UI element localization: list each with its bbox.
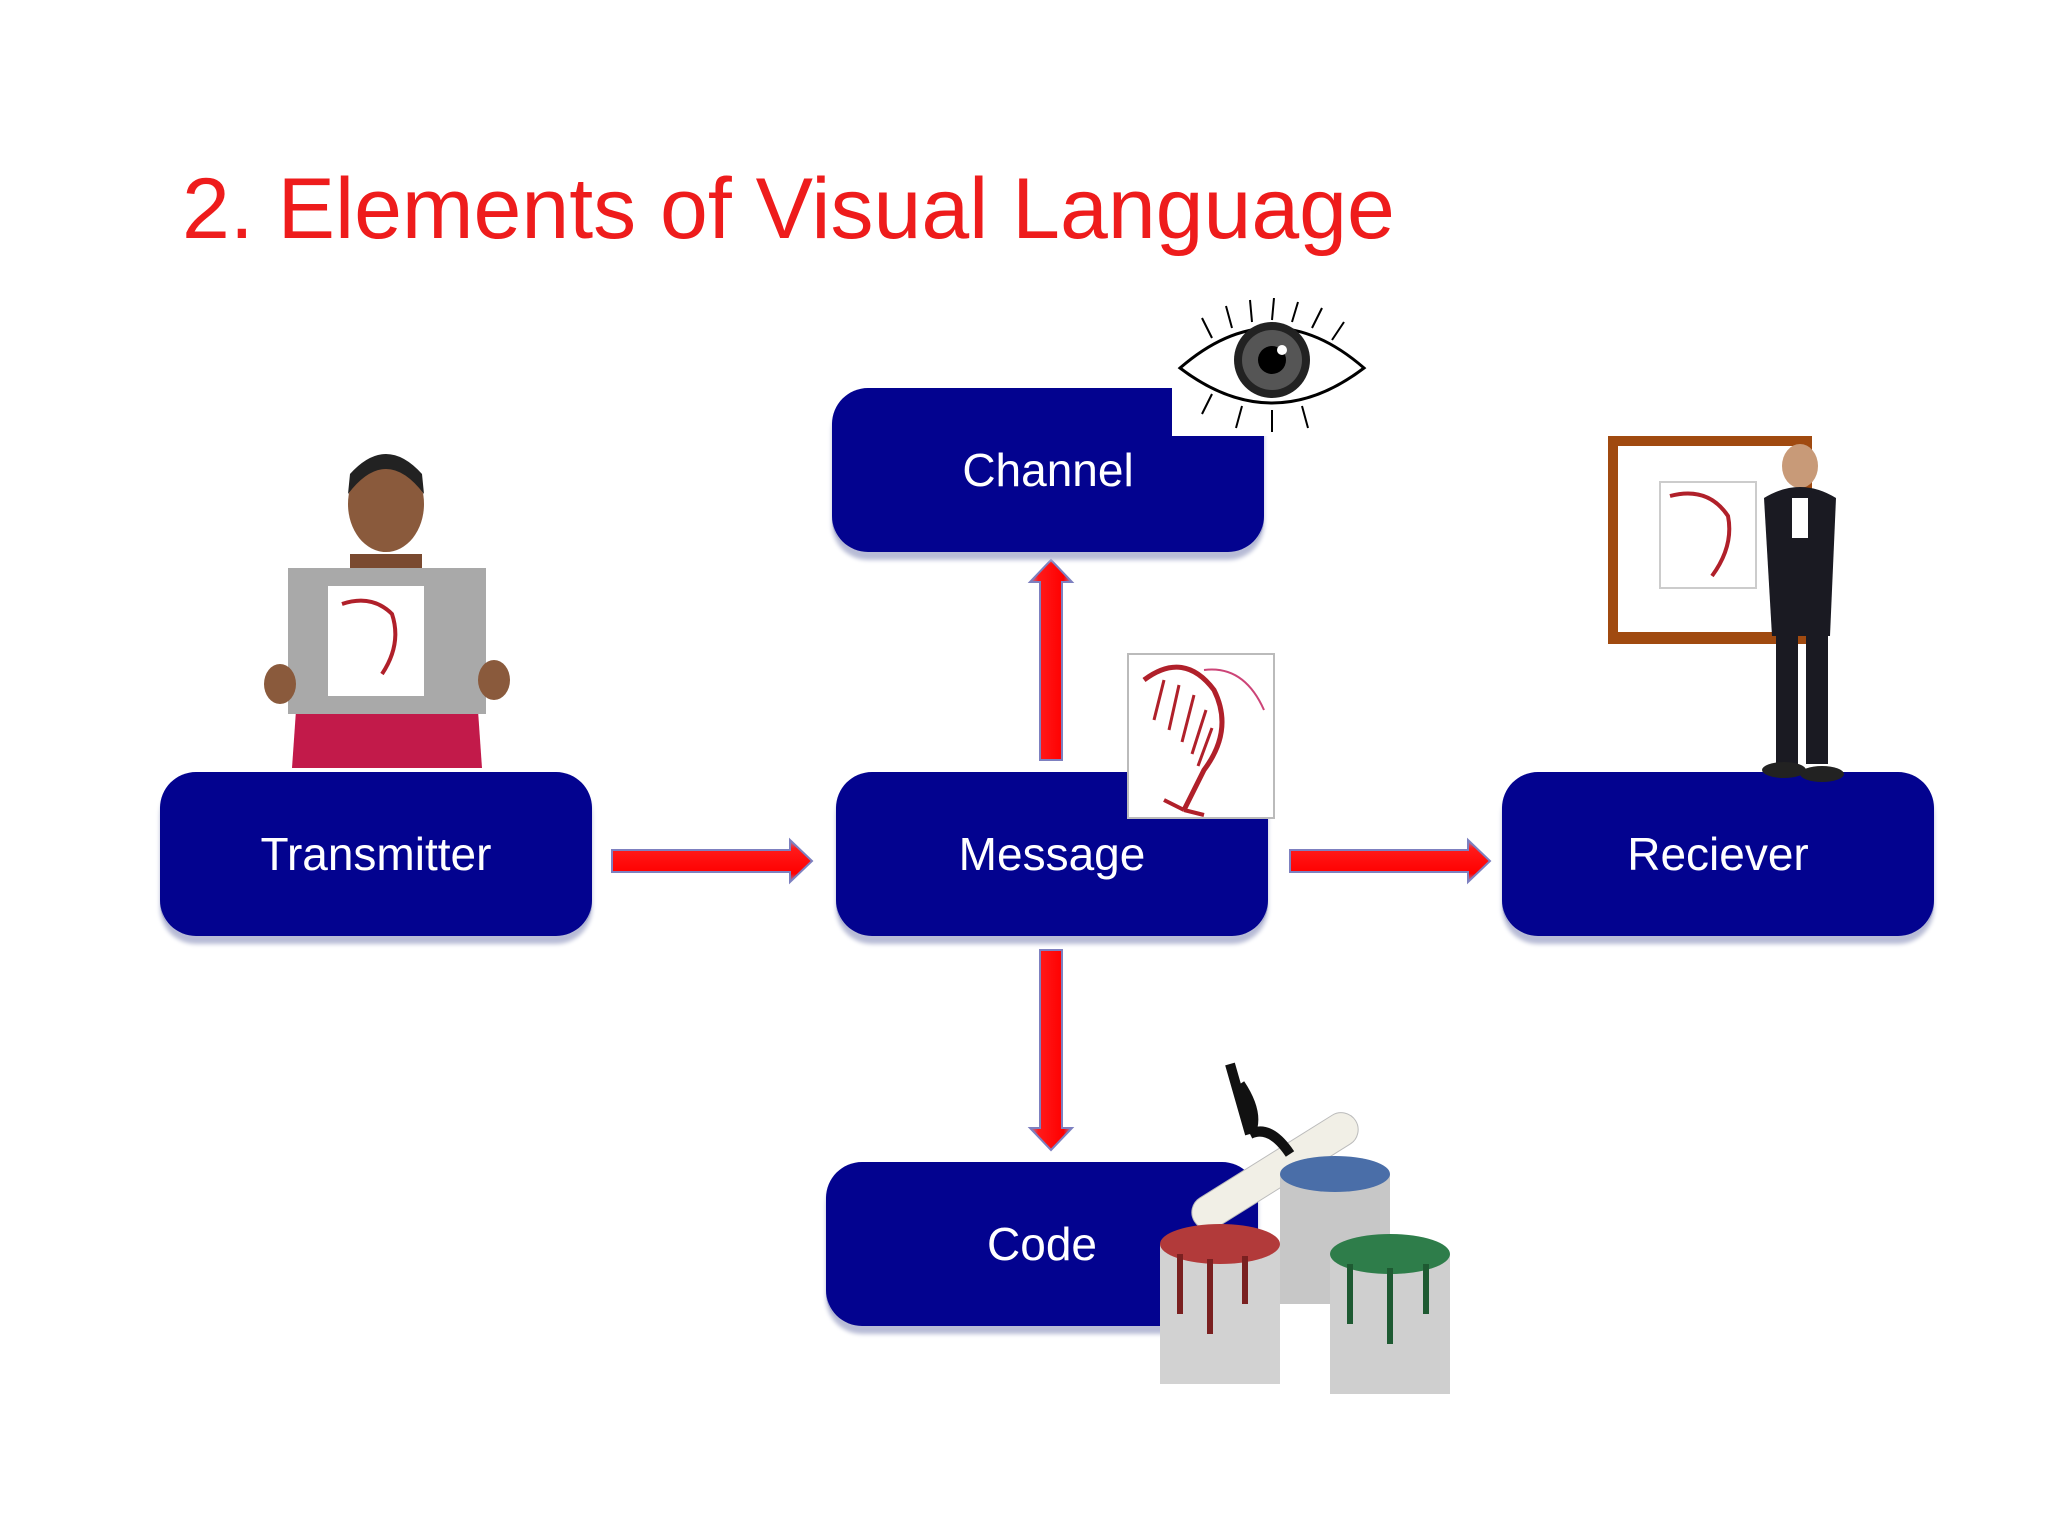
node-transmitter-label: Transmitter <box>260 828 492 880</box>
node-channel-label: Channel <box>962 444 1134 496</box>
paint-cans-icon <box>1160 1062 1450 1394</box>
man-with-frame-icon <box>1608 436 1844 782</box>
node-receiver-label: Reciever <box>1627 828 1809 880</box>
arrow-transmitter-to-message <box>611 837 814 885</box>
arrow-message-to-receiver <box>1289 837 1492 885</box>
node-transmitter: Transmitter <box>160 772 592 936</box>
arrow-message-to-code <box>1027 949 1075 1152</box>
eye-icon <box>1172 298 1372 436</box>
scroll-icon <box>1191 1062 1359 1230</box>
slide-title: 2. Elements of Visual Language <box>182 161 1395 257</box>
arrow-message-to-channel <box>1027 558 1075 761</box>
fish-drawing-icon <box>1127 653 1275 819</box>
node-message-label: Message <box>958 828 1146 880</box>
node-code-label: Code <box>987 1218 1097 1270</box>
node-receiver: Reciever <box>1502 772 1934 936</box>
woman-holding-picture-icon <box>264 454 510 768</box>
